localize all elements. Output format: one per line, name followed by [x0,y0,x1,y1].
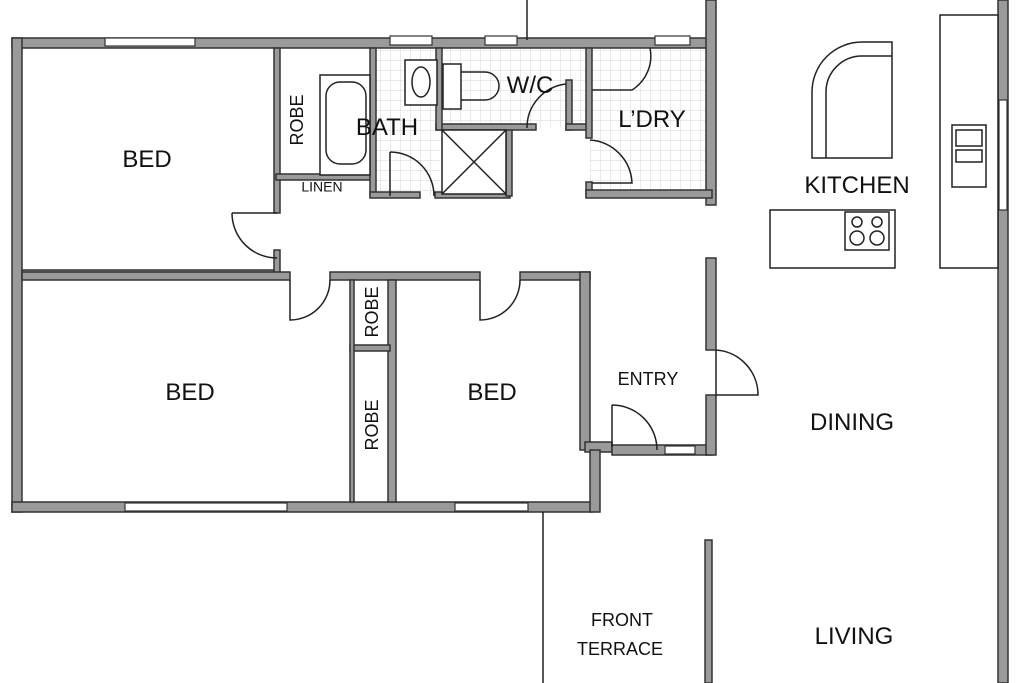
room-label-bed: BED [165,379,215,406]
room-label-front-terrace-line1: FRONT [591,609,653,630]
room-label-wc: W/C [506,72,554,99]
fixtures [319,14,999,269]
room-label-bed: BED [122,146,172,173]
room-label-robe: ROBE [286,94,307,146]
room-label-living: LIVING [814,623,894,650]
room-label-entry: ENTRY [617,368,679,389]
wc-tile-floor [440,48,590,128]
room-label-dining: DINING [810,409,894,436]
room-label-bed: BED [467,379,517,406]
room-label-robe: ROBE [361,399,382,451]
doors [231,0,759,683]
laundry-tile-floor [590,48,708,196]
room-label-linen: LINEN [301,178,343,195]
walls [11,0,1009,683]
room-label-front-terrace-line2: TERRACE [576,638,664,659]
room-label-robe: ROBE [361,286,382,338]
windows [104,35,1008,512]
room-label-laundry: L’DRY [618,106,686,133]
room-label-bath: BATH [355,114,419,141]
room-label-kitchen: KITCHEN [804,172,910,199]
